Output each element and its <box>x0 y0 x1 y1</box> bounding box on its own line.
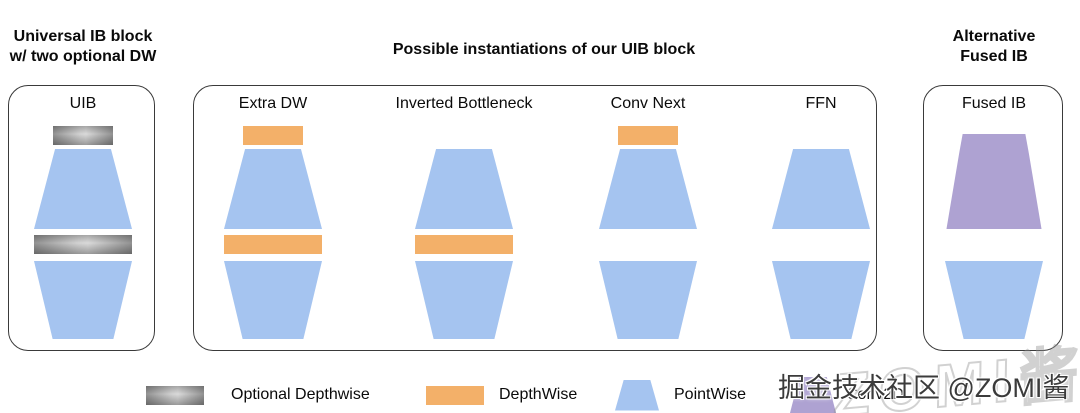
legend-swatch-blue-trap <box>615 379 659 411</box>
block-column-uib: UIB <box>34 86 132 350</box>
left-heading-line2: w/ two optional DW <box>9 48 157 65</box>
segment-pw-expand <box>599 149 697 229</box>
segment-dw-wide <box>224 235 322 254</box>
right-section-heading: Alternative Fused IB <box>919 27 1069 67</box>
legend-label: Optional Depthwise <box>231 386 370 403</box>
legend-label: PointWise <box>674 386 747 403</box>
legend-swatch-orange-bar <box>426 385 484 405</box>
left-heading-line1: Universal IB block <box>13 28 153 45</box>
legend-label: DepthWise <box>499 386 578 403</box>
segment-pw-contract <box>415 261 513 339</box>
legend-swatch-gray-bar <box>146 385 204 405</box>
fused-ib-panel: Fused IB <box>923 85 1063 351</box>
segment-pw-contract <box>34 261 132 339</box>
block-title: Fused IB <box>961 95 1027 112</box>
segment-pw-expand <box>224 149 322 229</box>
segment-pw-contract <box>945 261 1043 339</box>
legend-item-pointwise: PointWise <box>615 377 746 413</box>
right-heading-line2: Fused IB <box>960 48 1028 65</box>
block-title: Inverted Bottleneck <box>395 95 533 112</box>
watermark-text: 掘金技术社区 @ZOMI酱 <box>778 373 1070 403</box>
legend-item-depthwise: DepthWise <box>426 377 577 413</box>
block-column-ffn: FFN <box>772 86 870 350</box>
instantiations-panel: Extra DW Inverted Bottleneck Conv Next FFN <box>193 85 877 351</box>
middle-section-heading: Possible instantiations of our UIB block <box>392 41 696 58</box>
segment-dw-wide <box>415 235 513 254</box>
segment-pw-contract <box>599 261 697 339</box>
uib-panel: UIB <box>8 85 155 351</box>
legend-item-optional-depthwise: Optional Depthwise <box>146 377 370 413</box>
segment-pw-expand <box>415 149 513 229</box>
segment-optional-dw-narrow <box>53 126 113 145</box>
left-section-heading: Universal IB block w/ two optional DW <box>0 27 166 67</box>
segment-fused-expand <box>946 134 1042 229</box>
block-title: FFN <box>805 95 837 112</box>
block-column-extra-dw: Extra DW <box>224 86 322 350</box>
right-heading-line1: Alternative <box>952 28 1036 45</box>
segment-dw-narrow <box>618 126 678 145</box>
legend-item-conv2d: Conv2D <box>790 377 904 413</box>
legend-swatch-purple-trap <box>790 377 836 413</box>
segment-pw-expand <box>772 149 870 229</box>
block-title: UIB <box>69 95 97 112</box>
block-column-fused-ib: Fused IB <box>945 86 1043 350</box>
segment-pw-expand <box>34 149 132 229</box>
block-column-conv-next: Conv Next <box>599 86 697 350</box>
segment-pw-contract <box>772 261 870 339</box>
block-column-inverted-bottleneck: Inverted Bottleneck <box>396 86 532 350</box>
block-title: Extra DW <box>238 95 308 112</box>
segment-dw-narrow <box>243 126 303 145</box>
legend-label: Conv2D <box>846 386 904 403</box>
segment-optional-dw-wide <box>34 235 132 254</box>
segment-pw-contract <box>224 261 322 339</box>
block-title: Conv Next <box>610 95 686 112</box>
